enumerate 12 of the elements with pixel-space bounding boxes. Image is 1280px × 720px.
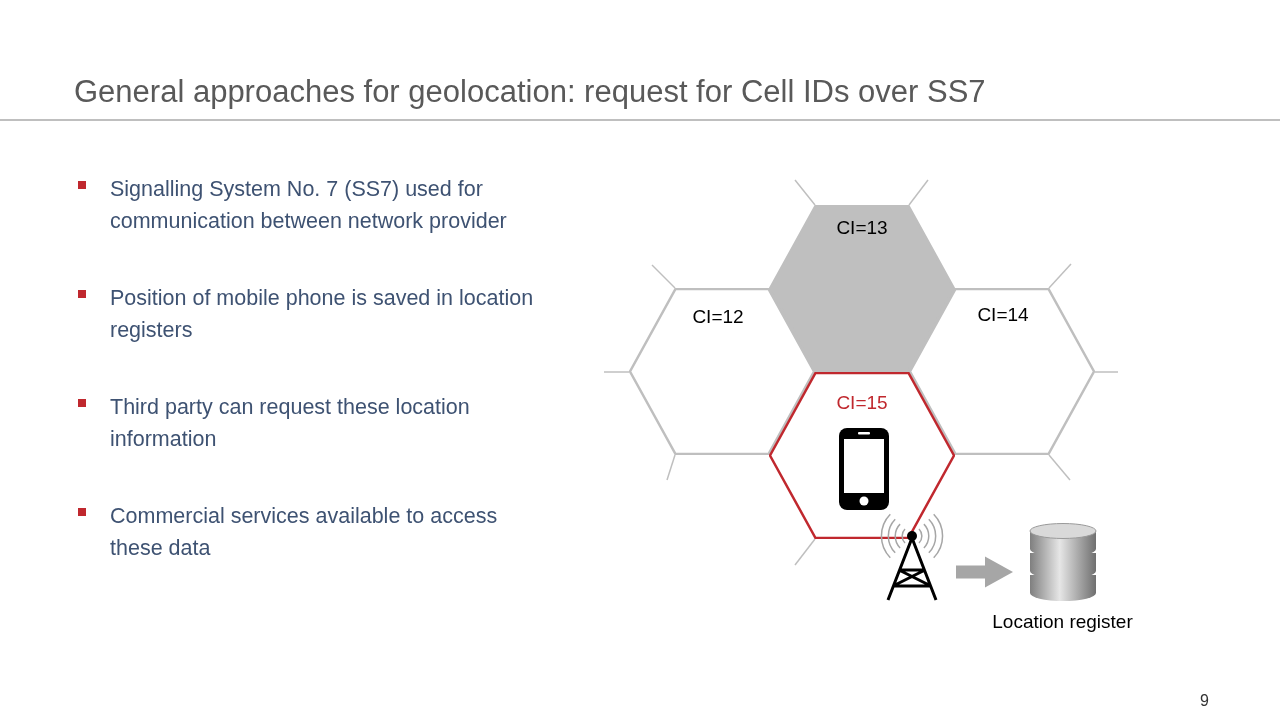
slide-title: General approaches for geolocation: request for Cell IDs over SS7 <box>74 74 986 110</box>
page-number: 9 <box>1200 692 1209 710</box>
cell-id-label: CI=12 <box>692 306 744 328</box>
cell-id-label: CI=15 <box>836 392 888 414</box>
cell-id-label: CI=13 <box>836 217 888 239</box>
node-label: Location register <box>992 611 1133 633</box>
bullet-text: Signalling System No. 7 (SS7) used for communication between network provider <box>110 176 508 235</box>
cell-id-label: CI=14 <box>977 304 1029 326</box>
bullet-text: Commercial services available to access these data <box>110 503 499 562</box>
bullet-text: Third party can request these location information <box>110 394 471 453</box>
bullet-text: Position of mobile phone is saved in location registers <box>110 285 535 344</box>
arrow <box>956 556 1014 588</box>
